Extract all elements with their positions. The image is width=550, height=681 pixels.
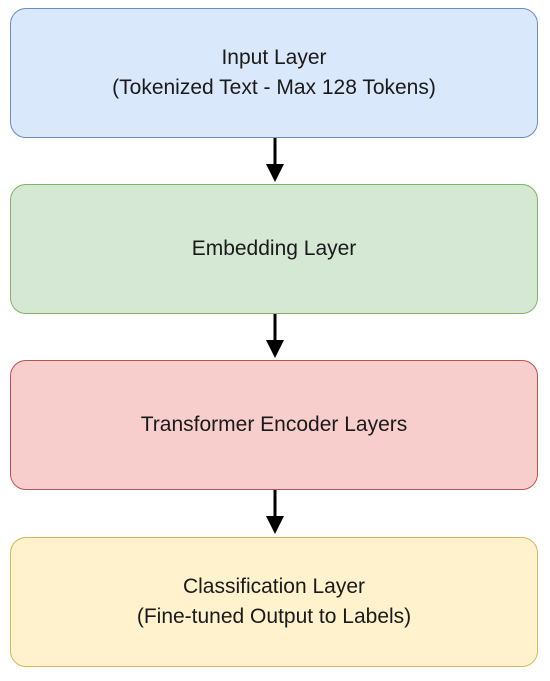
arrow-down-icon	[266, 314, 284, 358]
encoder-layers-box: Transformer Encoder Layers	[10, 360, 538, 490]
classification-layer-box: Classification Layer (Fine-tuned Output …	[10, 537, 538, 667]
classification-layer-title: Classification Layer	[182, 575, 366, 598]
arrow-down-icon	[266, 138, 284, 182]
input-layer-subtitle: (Tokenized Text - Max 128 Tokens)	[112, 76, 436, 99]
input-layer-title: Input Layer	[221, 46, 327, 69]
embedding-layer-box: Embedding Layer	[10, 184, 538, 314]
embedding-layer-title: Embedding Layer	[191, 237, 357, 260]
encoder-layers-title: Transformer Encoder Layers	[140, 413, 408, 436]
arrow-down-icon	[266, 490, 284, 534]
classification-layer-subtitle: (Fine-tuned Output to Labels)	[136, 605, 412, 628]
input-layer-box: Input Layer (Tokenized Text - Max 128 To…	[10, 8, 538, 138]
